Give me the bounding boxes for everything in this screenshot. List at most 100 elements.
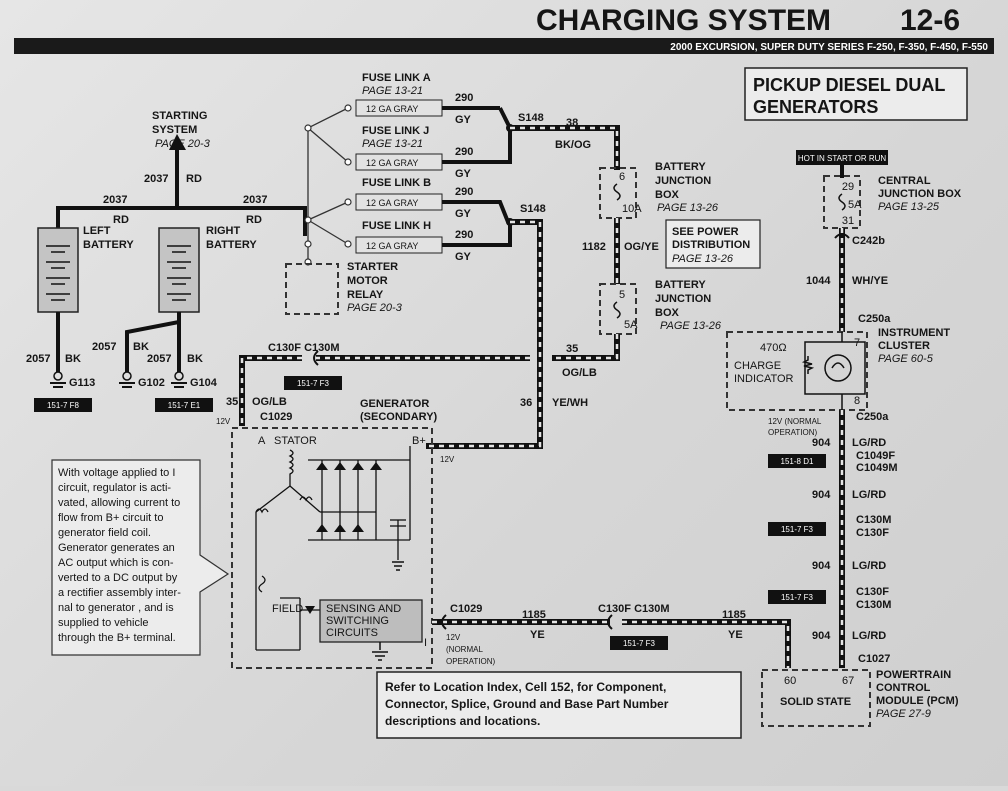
ground-g102-icon (119, 371, 135, 388)
location-index-note (376, 671, 742, 739)
generator-terminal-i: I (424, 637, 427, 649)
location-tag-g113-text: 151-7 F8 (47, 401, 80, 410)
cjb-label-1: CENTRAL (878, 175, 931, 187)
hot-in-start-text: HOT IN START OR RUN (798, 154, 887, 163)
left-battery-label-2: BATTERY (83, 239, 134, 251)
powertrain-control-module (761, 669, 871, 727)
generator-label-2: (SECONDARY) (360, 411, 438, 423)
wire-1185-right (622, 619, 791, 668)
fuse-link-a-rating: 12 GA GRAY (366, 104, 418, 114)
fuse-link-h-circuit: 290 (455, 229, 473, 241)
starting-system-label: STARTING (152, 110, 207, 122)
connector-c130f-right-2: C130F (856, 586, 889, 598)
wire-1182-num: 1182 (582, 241, 606, 253)
wire-2057-mid-color: BK (133, 341, 149, 353)
connector-c130-bottom: C130F C130M (598, 603, 670, 615)
svg-text:circuit, regulator is acti-: circuit, regulator is acti- (58, 482, 171, 494)
sensing-label-2: SWITCHING (326, 615, 389, 627)
svg-text:flow from B+ circuit to: flow from B+ circuit to (58, 512, 163, 524)
location-tag-g104 (155, 398, 213, 412)
cjb-fuse: 5A (848, 199, 862, 211)
fuse-link-a-page: PAGE 13-21 (362, 85, 423, 97)
fuse-link-j-circuit: 290 (455, 146, 473, 158)
voltage-12v-b: 12V (440, 455, 455, 464)
sensing-switching-circuits (319, 599, 423, 643)
wire-2057-right-color: BK (187, 353, 203, 365)
wire-1185-left-num: 1185 (522, 609, 546, 621)
wire-36 (426, 219, 543, 449)
fuse-icon-10a (613, 183, 621, 201)
fuse-link-a-label: FUSE LINK A (362, 72, 431, 84)
wire-2057-g102 (125, 312, 181, 372)
location-tag-g104-text: 151-7 E1 (168, 401, 201, 410)
starting-system-arrow (169, 134, 186, 150)
fuse-icon-5a (613, 301, 621, 319)
cluster-pin-bottom: 8 (854, 395, 860, 407)
wire-2057-left-color: BK (65, 353, 81, 365)
sensing-label-3: CIRCUITS (326, 627, 378, 639)
bjb-lower-fuse: 5A (624, 319, 638, 331)
header-subtitle: 2000 EXCURSION, SUPER DUTY SERIES F-250,… (670, 42, 988, 53)
pcm-page: PAGE 27-9 (876, 708, 931, 720)
bjb-lower-label-1: BATTERY (655, 279, 706, 291)
charge-indicator-lamp-icon (801, 332, 866, 410)
generator-ground-icon (392, 561, 404, 571)
connector-c1029-top: C1029 (260, 411, 292, 423)
wire-904-c-num: 904 (812, 560, 831, 572)
cjb-page: PAGE 13-25 (878, 201, 940, 213)
wire-1044-num: 1044 (806, 275, 831, 287)
generator-secondary (231, 427, 433, 669)
see-power-page: PAGE 13-26 (672, 253, 734, 265)
starter-relay-page: PAGE 20-3 (347, 302, 403, 314)
voltage-12v-c: 12V (446, 633, 461, 642)
connector-c1049f: C1049F (856, 450, 895, 462)
wire-36-num: 36 (520, 397, 532, 409)
cluster-label-1: INSTRUMENT (878, 327, 950, 339)
wire-904-b-num: 904 (812, 489, 831, 501)
left-battery (37, 227, 79, 313)
svg-text:AC output which is con-: AC output which is con- (58, 557, 174, 569)
generator-label: GENERATOR (360, 398, 429, 410)
wire-2037-battery-bus (56, 206, 307, 236)
bjb-lower-pin: 5 (619, 289, 625, 301)
wire-904-d-color: LG/RD (852, 630, 886, 642)
right-battery (158, 227, 200, 313)
location-tag-c130-top-text: 151-7 F3 (297, 379, 330, 388)
wire-1185-right-num: 1185 (722, 609, 746, 621)
svg-text:vated, allowing current to: vated, allowing current to (58, 497, 180, 509)
fuse-link-b-label: FUSE LINK B (362, 177, 431, 189)
fuse-link-a-color: GY (455, 114, 472, 126)
field-coil-icon (255, 575, 320, 651)
svg-text:Generator generates an: Generator generates an (58, 542, 175, 554)
fuse-link-h-color: GY (455, 251, 472, 263)
fuse-link-j-rating: 12 GA GRAY (366, 158, 418, 168)
splice-s148-bottom-label: S148 (520, 203, 546, 215)
wire-2057-left-num: 2057 (26, 353, 50, 365)
splice-s148-top-label: S148 (518, 112, 544, 124)
sensing-label-1: SENSING AND (326, 603, 401, 615)
wire-904-a-num: 904 (812, 437, 831, 449)
fuse-link-b-circuit: 290 (455, 186, 473, 198)
bjb-upper-label-3: BOX (655, 189, 680, 201)
bjb-lower-page: PAGE 13-26 (660, 320, 722, 332)
svg-text:through the B+ terminal.: through the B+ terminal. (58, 632, 176, 644)
starter-relay-label-2: MOTOR (347, 275, 388, 287)
starter-motor-relay (285, 263, 339, 315)
left-battery-cells (46, 245, 70, 301)
variant-title-line1: PICKUP DIESEL DUAL (753, 75, 945, 95)
pcm-label-3: MODULE (PCM) (876, 695, 959, 707)
wire-2037-up-num: 2037 (144, 173, 168, 185)
see-power-line1: SEE POWER (672, 226, 739, 238)
wire-2057-mid-num: 2057 (92, 341, 116, 353)
explanation-callout (51, 459, 230, 656)
page-title: CHARGING SYSTEM (536, 4, 831, 37)
bjb-upper-pin: 6 (619, 171, 625, 183)
starter-relay-label-3: RELAY (347, 289, 384, 301)
wire-2037-left-num: 2037 (103, 194, 127, 206)
wire-35-right-color: OG/LB (562, 367, 597, 379)
connector-c250a-top: C250a (858, 313, 891, 325)
location-tag-c130-bottom (610, 636, 668, 650)
fuse-icon-cjb (838, 193, 846, 211)
svg-text:verted to a DC output by: verted to a DC output by (58, 572, 178, 584)
connector-c242b: C242b (852, 235, 885, 247)
